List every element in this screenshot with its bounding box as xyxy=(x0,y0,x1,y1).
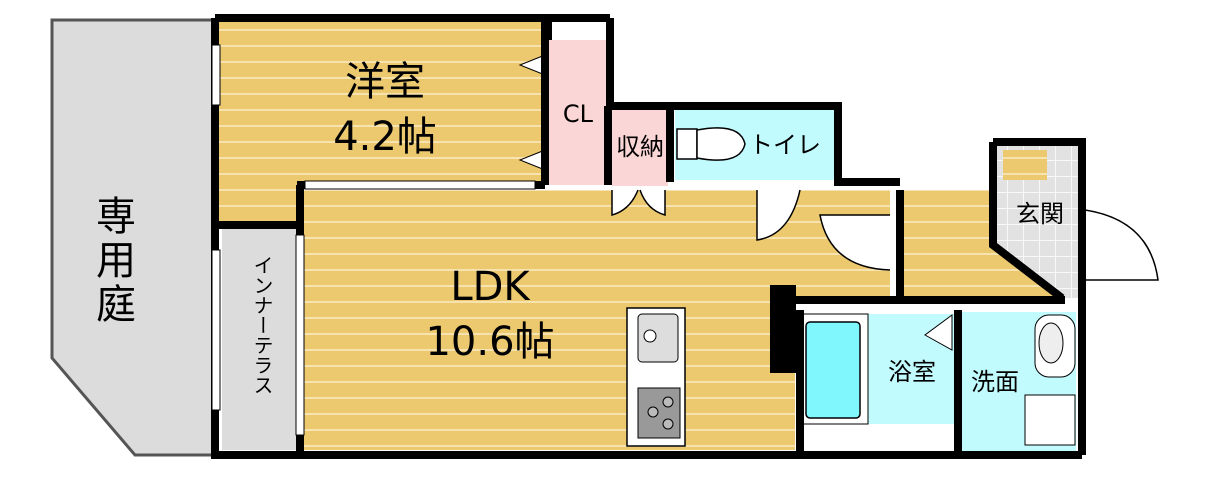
svg-text:専用庭: 専用庭 xyxy=(89,195,135,327)
closet xyxy=(548,40,606,185)
stove xyxy=(637,387,681,439)
sliding-door-ldk[interactable] xyxy=(304,180,536,190)
washroom-label: 洗面 xyxy=(971,368,1019,396)
western-room xyxy=(218,18,545,222)
storage xyxy=(612,106,668,186)
inner-terrace-label: インナーテラス xyxy=(250,255,274,395)
closet-label: CL xyxy=(563,100,594,128)
entrance-door[interactable] xyxy=(1084,209,1159,281)
window-terrace[interactable] xyxy=(211,249,221,411)
hall-door[interactable] xyxy=(819,214,891,271)
sink xyxy=(637,313,679,363)
kitchen-counter xyxy=(626,307,686,447)
shoe-shelf xyxy=(1003,150,1047,180)
garden-label: 専用庭 xyxy=(89,195,135,327)
pillar xyxy=(770,285,796,373)
ldk-size: 10.6帖 xyxy=(425,319,554,365)
window-western[interactable] xyxy=(211,44,221,106)
toilet-label: トイレ xyxy=(749,131,821,159)
sliding-door-terrace[interactable] xyxy=(295,234,305,436)
washing-machine xyxy=(1024,394,1076,446)
storage-door[interactable] xyxy=(611,189,666,216)
toilet-door[interactable] xyxy=(756,189,801,241)
entrance-label: 玄関 xyxy=(1016,200,1064,228)
bathtub xyxy=(805,321,861,419)
inner-terrace xyxy=(222,228,298,450)
bathroom-label: 浴室 xyxy=(888,358,936,386)
ldk-room xyxy=(300,190,890,450)
garden-area xyxy=(50,18,217,457)
toilet-icon xyxy=(676,127,746,161)
western-room-label: 洋室 xyxy=(345,59,425,105)
western-room-size: 4.2帖 xyxy=(333,114,437,160)
ldk-label: LDK xyxy=(450,264,531,310)
storage-label: 収納 xyxy=(616,133,664,161)
